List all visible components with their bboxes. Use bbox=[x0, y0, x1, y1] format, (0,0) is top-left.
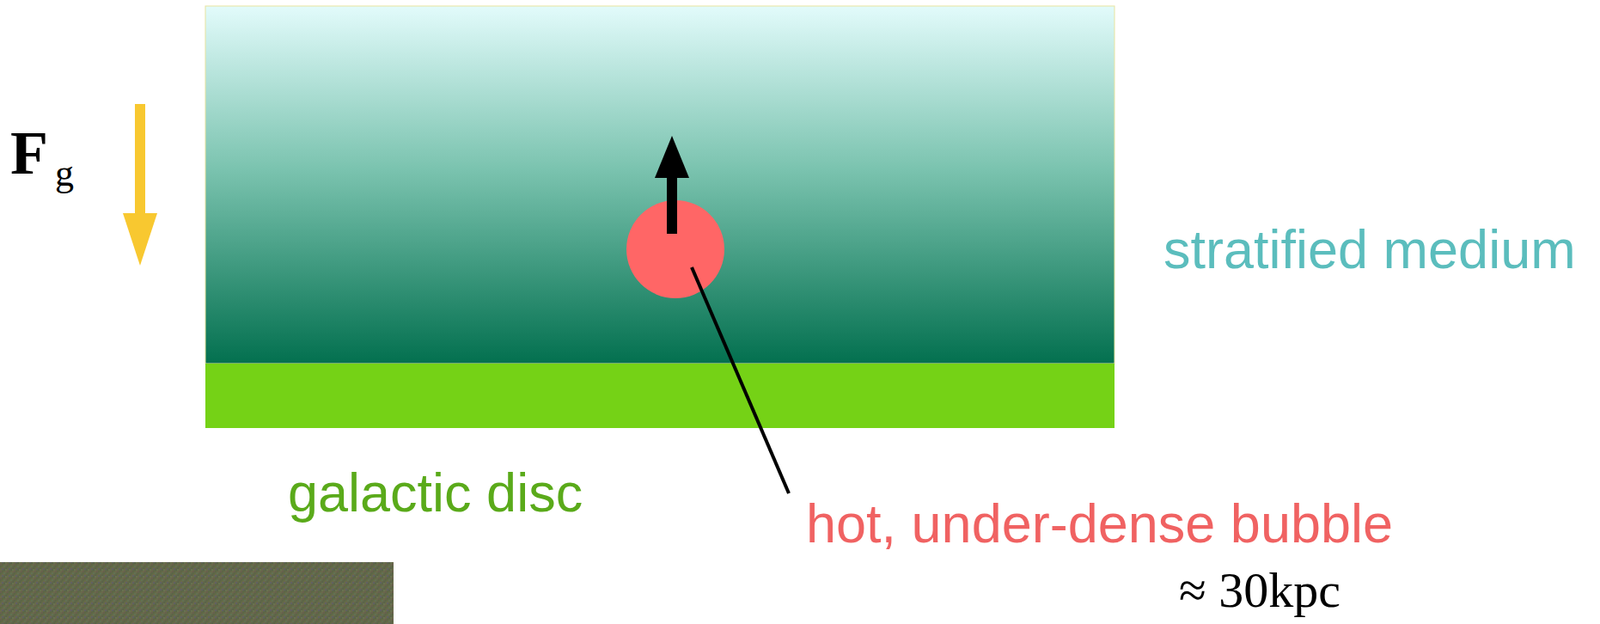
thumbnail-image bbox=[0, 561, 394, 624]
size-label: ≈ 30kpc bbox=[1178, 565, 1341, 616]
galactic-disc bbox=[205, 363, 1115, 428]
disc-label: galactic disc bbox=[287, 465, 583, 520]
buoyancy-arrow bbox=[654, 135, 690, 234]
medium-label: stratified medium bbox=[1163, 222, 1576, 277]
force-symbol: F bbox=[10, 122, 49, 184]
stratified-medium bbox=[205, 6, 1115, 364]
gravity-arrow bbox=[122, 103, 158, 266]
bubble-label: hot, under-dense bubble bbox=[806, 496, 1393, 551]
leader-line bbox=[691, 267, 789, 494]
force-subscript: g bbox=[54, 154, 74, 193]
